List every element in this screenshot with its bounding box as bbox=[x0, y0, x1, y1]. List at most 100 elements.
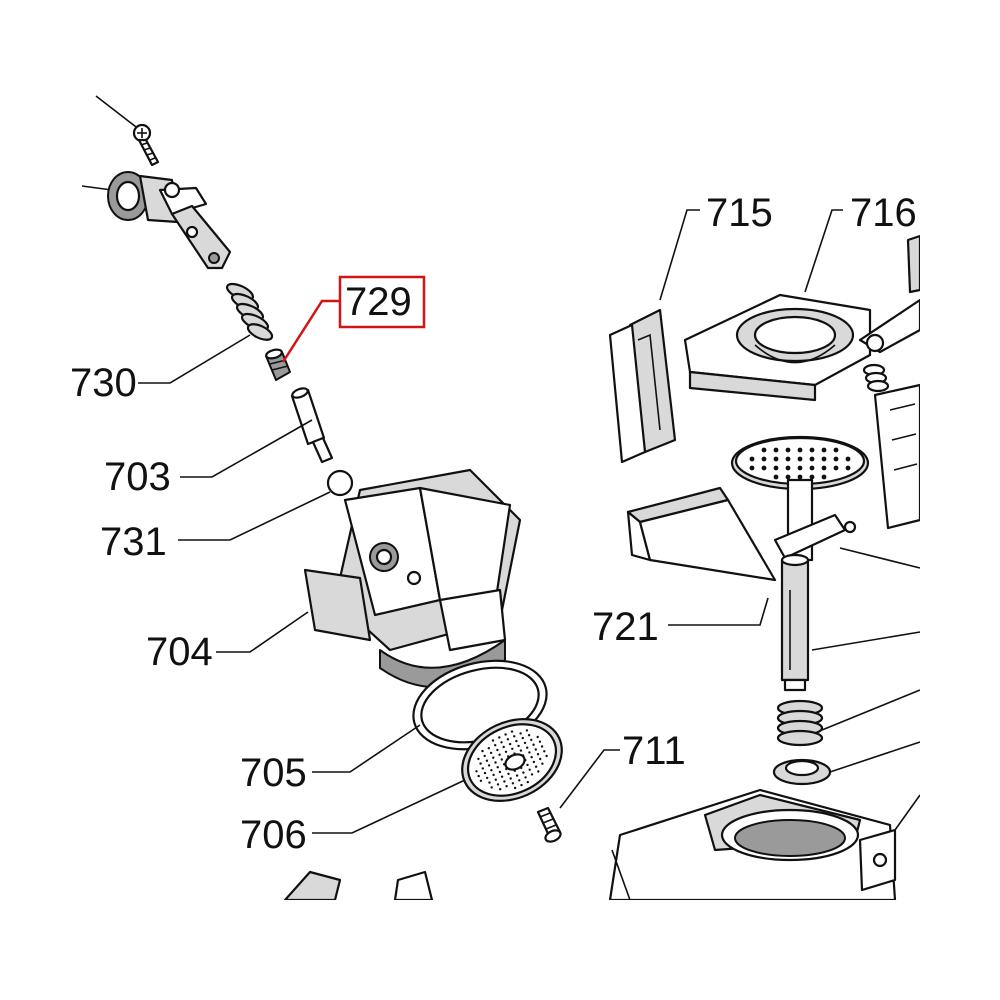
perforation-dot bbox=[494, 778, 497, 781]
perforation-dot bbox=[500, 758, 503, 761]
plate-715 bbox=[608, 209, 700, 464]
callout-label-730: 730 bbox=[70, 361, 137, 405]
perforation-dot bbox=[773, 465, 779, 471]
perforation-dot bbox=[761, 447, 767, 453]
perforation-dot bbox=[530, 756, 533, 759]
perforation-dot bbox=[490, 769, 493, 772]
perforation-dot bbox=[486, 776, 489, 780]
perforation-dot bbox=[532, 743, 535, 746]
perforation-dot bbox=[534, 765, 538, 768]
perforation-dot bbox=[487, 747, 490, 750]
perforation-dot bbox=[524, 776, 527, 779]
brew-head-704 bbox=[216, 468, 522, 689]
small-spring-right bbox=[862, 363, 890, 393]
screw-711 bbox=[536, 749, 620, 843]
shaft-721 bbox=[668, 547, 921, 692]
perforation-dot bbox=[479, 779, 483, 782]
callout-729: 729 bbox=[281, 275, 426, 363]
perforation-dot bbox=[498, 753, 501, 756]
perforation-dot bbox=[518, 779, 521, 782]
perforation-dot bbox=[749, 465, 755, 471]
perforation-dot bbox=[515, 774, 519, 777]
perforation-dot bbox=[522, 771, 525, 774]
perforation-dot bbox=[545, 754, 548, 758]
tray bbox=[626, 486, 857, 582]
perforation-dot bbox=[536, 753, 540, 756]
perforation-dot bbox=[785, 465, 791, 471]
perforation-dot bbox=[475, 770, 478, 773]
perforation-dot bbox=[833, 465, 839, 471]
perforation-dot bbox=[504, 733, 507, 736]
perforation-dot bbox=[511, 747, 514, 750]
perforation-dot bbox=[543, 750, 546, 753]
callout-label-715: 715 bbox=[706, 191, 773, 235]
perforation-dot bbox=[530, 738, 533, 742]
perforation-dot bbox=[519, 749, 523, 752]
perforation-dot bbox=[797, 474, 803, 480]
perforation-dot bbox=[509, 777, 512, 780]
spring-right-bottom bbox=[776, 689, 921, 747]
pin-703 bbox=[180, 387, 334, 478]
perforation-dot bbox=[536, 735, 539, 739]
perforation-dot bbox=[485, 759, 489, 762]
perforation-dot bbox=[521, 736, 524, 740]
perforation-dot bbox=[483, 754, 486, 758]
callout-label-716: 716 bbox=[850, 191, 917, 235]
small-screw-729 bbox=[265, 348, 291, 381]
perforation-dot bbox=[520, 783, 523, 787]
perforation-dot bbox=[797, 465, 803, 471]
perforation-dot bbox=[513, 786, 517, 790]
perforation-dot bbox=[773, 456, 779, 462]
callout-label-705: 705 bbox=[240, 751, 307, 795]
perforation-dot bbox=[833, 447, 839, 453]
perforation-dot bbox=[809, 447, 815, 453]
perforation-dot bbox=[488, 781, 491, 784]
perforation-dot bbox=[494, 761, 497, 764]
perforation-dot bbox=[845, 456, 851, 462]
hopper-716 bbox=[683, 209, 922, 402]
perforation-dot bbox=[491, 739, 495, 742]
perforation-dot bbox=[507, 772, 510, 775]
bottom-parts-partial bbox=[283, 870, 434, 902]
perforation-dot bbox=[785, 456, 791, 462]
perforation-dot bbox=[532, 760, 536, 764]
perforation-dot bbox=[530, 773, 534, 776]
perforation-dot bbox=[527, 734, 531, 737]
perforation-dot bbox=[523, 741, 527, 745]
perforation-dot bbox=[479, 762, 482, 765]
lever-valve-assembly bbox=[81, 171, 232, 270]
perforation-dot bbox=[833, 456, 839, 462]
top-screw bbox=[95, 95, 160, 167]
perforation-dot bbox=[761, 456, 767, 462]
perforation-dot bbox=[492, 756, 495, 759]
perforation-dot bbox=[773, 447, 779, 453]
perforation-dot bbox=[773, 474, 779, 480]
perforation-dot bbox=[845, 465, 851, 471]
perforation-dot bbox=[481, 749, 484, 753]
perforation-dot bbox=[506, 738, 510, 741]
perforation-dot bbox=[821, 456, 827, 462]
perforation-dot bbox=[534, 748, 537, 751]
perforation-dot bbox=[526, 763, 529, 767]
perforation-dot bbox=[785, 474, 791, 480]
perforation-dot bbox=[540, 745, 544, 748]
perforation-dot bbox=[525, 729, 529, 732]
perforation-dot bbox=[502, 745, 505, 749]
perforation-dot bbox=[528, 768, 531, 771]
ball-731 bbox=[178, 469, 354, 541]
perforation-dot bbox=[505, 785, 508, 788]
perforation-dot bbox=[481, 767, 484, 770]
perforation-dot bbox=[749, 456, 755, 462]
perforation-dot bbox=[809, 465, 815, 471]
perforation-dot bbox=[496, 748, 499, 752]
perforation-dot bbox=[515, 739, 518, 743]
perforation-dot bbox=[508, 742, 512, 746]
perforation-dot bbox=[510, 730, 514, 733]
perforation-dot bbox=[517, 744, 520, 748]
perforation-dot bbox=[498, 770, 502, 774]
perforation-dot bbox=[526, 746, 529, 749]
perforation-dot bbox=[511, 782, 515, 785]
perforation-dot bbox=[513, 735, 516, 738]
spring-730 bbox=[138, 282, 274, 384]
